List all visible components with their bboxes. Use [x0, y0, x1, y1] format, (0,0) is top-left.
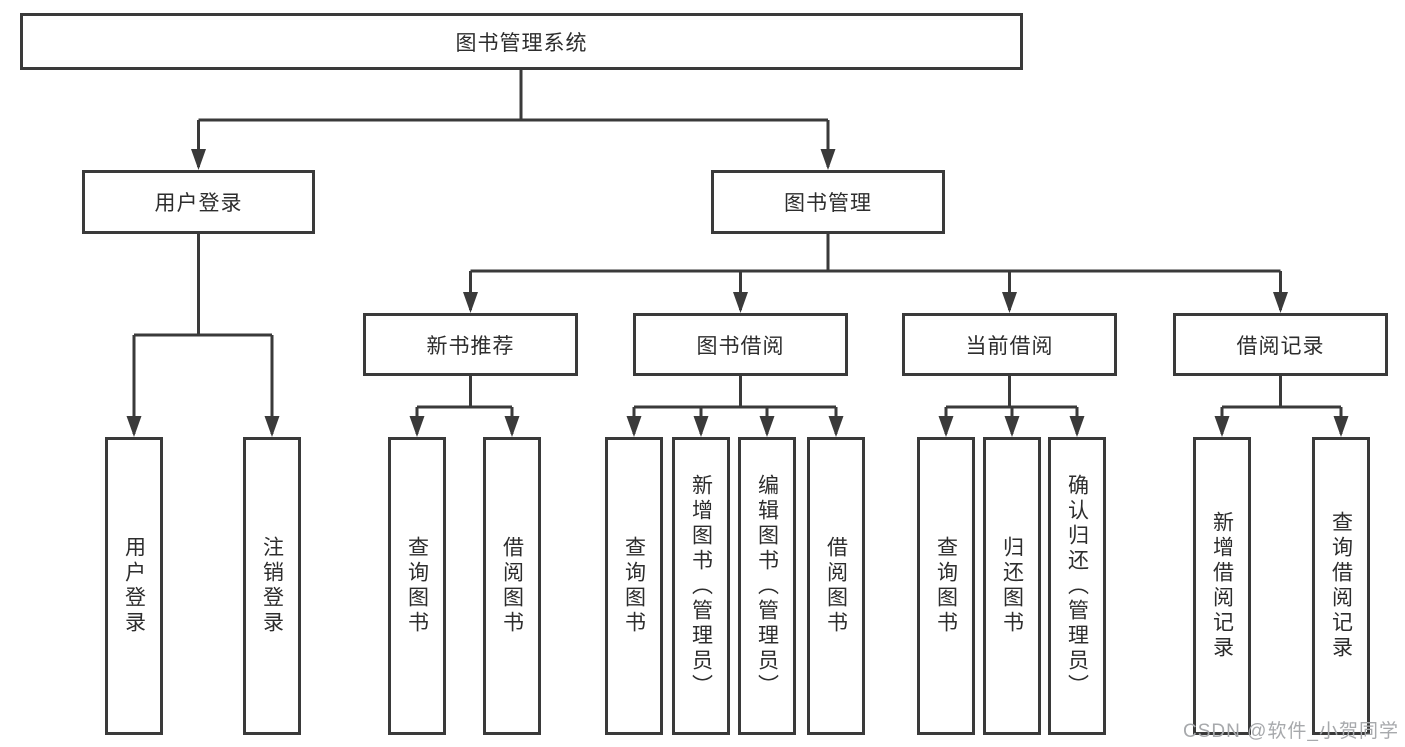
node-borrow-records: 借阅记录 — [1173, 313, 1388, 376]
leaf-query-books-borrowing: 查询图书 — [605, 437, 663, 735]
node-label: 图书借阅 — [696, 334, 785, 358]
arrowheads — [126, 149, 1349, 437]
node-library-management-system: 图书管理系统 — [20, 13, 1023, 70]
node-book-management: 图书管理 — [711, 170, 945, 234]
leaf-borrow-books-recommend: 借阅图书 — [483, 437, 541, 735]
leaf-label: 查询图书 — [405, 536, 429, 636]
leaf-label: 编辑图书（管理员） — [755, 473, 779, 699]
leaf-query-borrow-record: 查询借阅记录 — [1312, 437, 1370, 735]
leaf-label: 查询图书 — [622, 536, 646, 636]
leaf-label: 归还图书 — [1000, 536, 1024, 636]
leaf-label: 确认归还（管理员） — [1065, 473, 1089, 699]
leaf-query-books-current: 查询图书 — [917, 437, 975, 735]
leaf-confirm-return-admin: 确认归还（管理员） — [1048, 437, 1106, 735]
leaf-label: 新增借阅记录 — [1210, 511, 1234, 661]
leaf-edit-book-admin: 编辑图书（管理员） — [738, 437, 796, 735]
leaf-borrow-books-borrowing: 借阅图书 — [807, 437, 865, 735]
node-book-borrowing: 图书借阅 — [633, 313, 848, 376]
leaf-label: 查询图书 — [934, 536, 958, 636]
node-user-login: 用户登录 — [82, 170, 315, 234]
node-label: 借阅记录 — [1236, 334, 1325, 358]
node-label: 当前借阅 — [965, 334, 1054, 358]
leaf-label: 注销登录 — [260, 536, 284, 636]
leaf-return-book: 归还图书 — [983, 437, 1041, 735]
leaf-label: 用户登录 — [122, 536, 146, 636]
leaf-label: 新增图书（管理员） — [689, 473, 713, 699]
leaf-label: 借阅图书 — [824, 536, 848, 636]
leaf-logout: 注销登录 — [243, 437, 301, 735]
node-label: 图书管理系统 — [455, 31, 588, 55]
node-label: 新书推荐 — [426, 334, 515, 358]
node-label: 用户登录 — [154, 192, 243, 215]
leaf-label: 查询借阅记录 — [1329, 511, 1353, 661]
node-new-book-recommend: 新书推荐 — [363, 313, 578, 376]
leaf-label: 借阅图书 — [500, 536, 524, 636]
leaf-add-book-admin: 新增图书（管理员） — [672, 437, 730, 735]
node-label: 图书管理 — [784, 192, 872, 215]
node-current-borrowing: 当前借阅 — [902, 313, 1117, 376]
leaf-add-borrow-record: 新增借阅记录 — [1193, 437, 1251, 735]
watermark: CSDN @软件_小贺同学 — [1183, 721, 1399, 742]
leaf-user-login: 用户登录 — [105, 437, 163, 735]
leaf-query-books-recommend: 查询图书 — [388, 437, 446, 735]
